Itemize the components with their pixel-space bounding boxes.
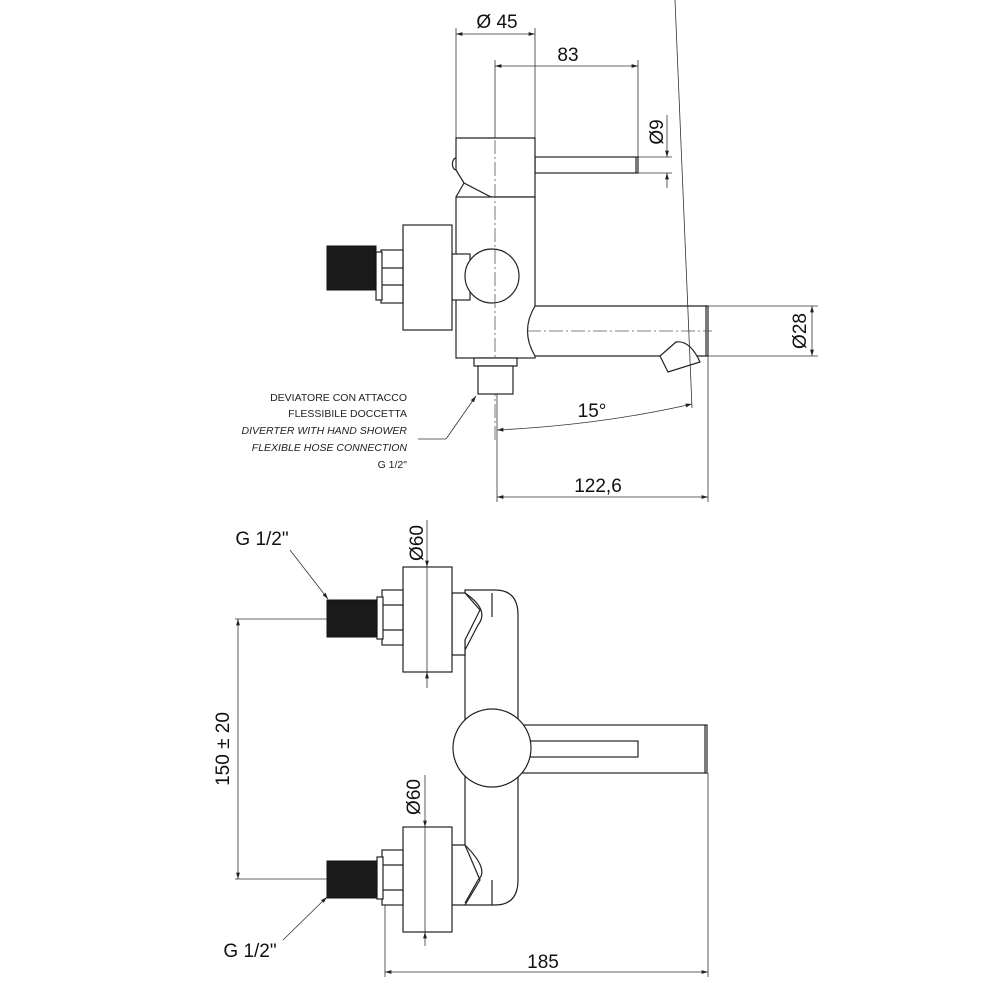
leader-line (289, 549, 329, 600)
dim-body-diameter: Ø 45 (476, 12, 517, 33)
head-chamfer (455, 182, 465, 198)
lever-rod (534, 156, 639, 174)
wall-disc-top (402, 566, 453, 673)
mixer-knob (452, 708, 532, 788)
note-line-en: DIVERTER WITH HAND SHOWER (242, 425, 408, 437)
washer (376, 856, 384, 900)
hose-outlet (477, 365, 514, 395)
arm-curve (464, 592, 483, 651)
thread-connector (326, 245, 377, 291)
nut (380, 249, 404, 304)
thread-connector-top (326, 599, 378, 638)
thread-connector-bottom (326, 860, 378, 899)
dim-lever-length: 83 (557, 45, 578, 66)
angle-line (674, 0, 693, 409)
angle-arc (496, 403, 693, 432)
nut-top (381, 589, 404, 646)
lever-top (529, 740, 639, 758)
dim-center-distance: 150 ± 20 (213, 712, 234, 786)
leader-line (282, 896, 328, 941)
thread-label-bottom: G 1/2" (223, 941, 276, 962)
dim-disc-bottom: Ø60 (404, 779, 425, 815)
wall-disc-bottom (402, 826, 453, 933)
head-knob (451, 157, 457, 171)
washer (376, 596, 384, 640)
washer (375, 251, 383, 301)
dim-total-width: 185 (527, 952, 559, 973)
thread-label-top: G 1/2" (235, 529, 288, 550)
arm-curve (464, 844, 483, 904)
side-view: Ø 45 83 Ø9 (242, 0, 818, 502)
diverter-note: DEVIATORE CON ATTACCO FLESSIBILE DOCCETT… (242, 392, 408, 471)
dim-angle: 15° (578, 401, 607, 422)
dim-lever-diameter: Ø9 (647, 119, 668, 144)
dim-spout-diameter: Ø28 (790, 313, 811, 349)
leader-line (445, 395, 477, 440)
lever-head (455, 137, 536, 198)
note-line-it: DEVIATORE CON ATTACCO (270, 392, 407, 404)
dim-disc-top: Ø60 (407, 525, 428, 561)
outlet-collar (473, 357, 518, 367)
nut-bottom (381, 849, 404, 906)
diverter-knob (464, 248, 520, 304)
dim-spout-length: 122,6 (574, 476, 622, 497)
note-line-it: FLESSIBILE DOCCETTA (288, 408, 407, 420)
top-view: Ø60 Ø60 G 1/2" G 1/2" 150 ± 20 185 (213, 520, 709, 977)
note-line-en: FLEXIBLE HOSE CONNECTION (252, 442, 408, 454)
note-line-thread: G 1/2" (378, 459, 408, 471)
wall-disc (402, 224, 453, 331)
